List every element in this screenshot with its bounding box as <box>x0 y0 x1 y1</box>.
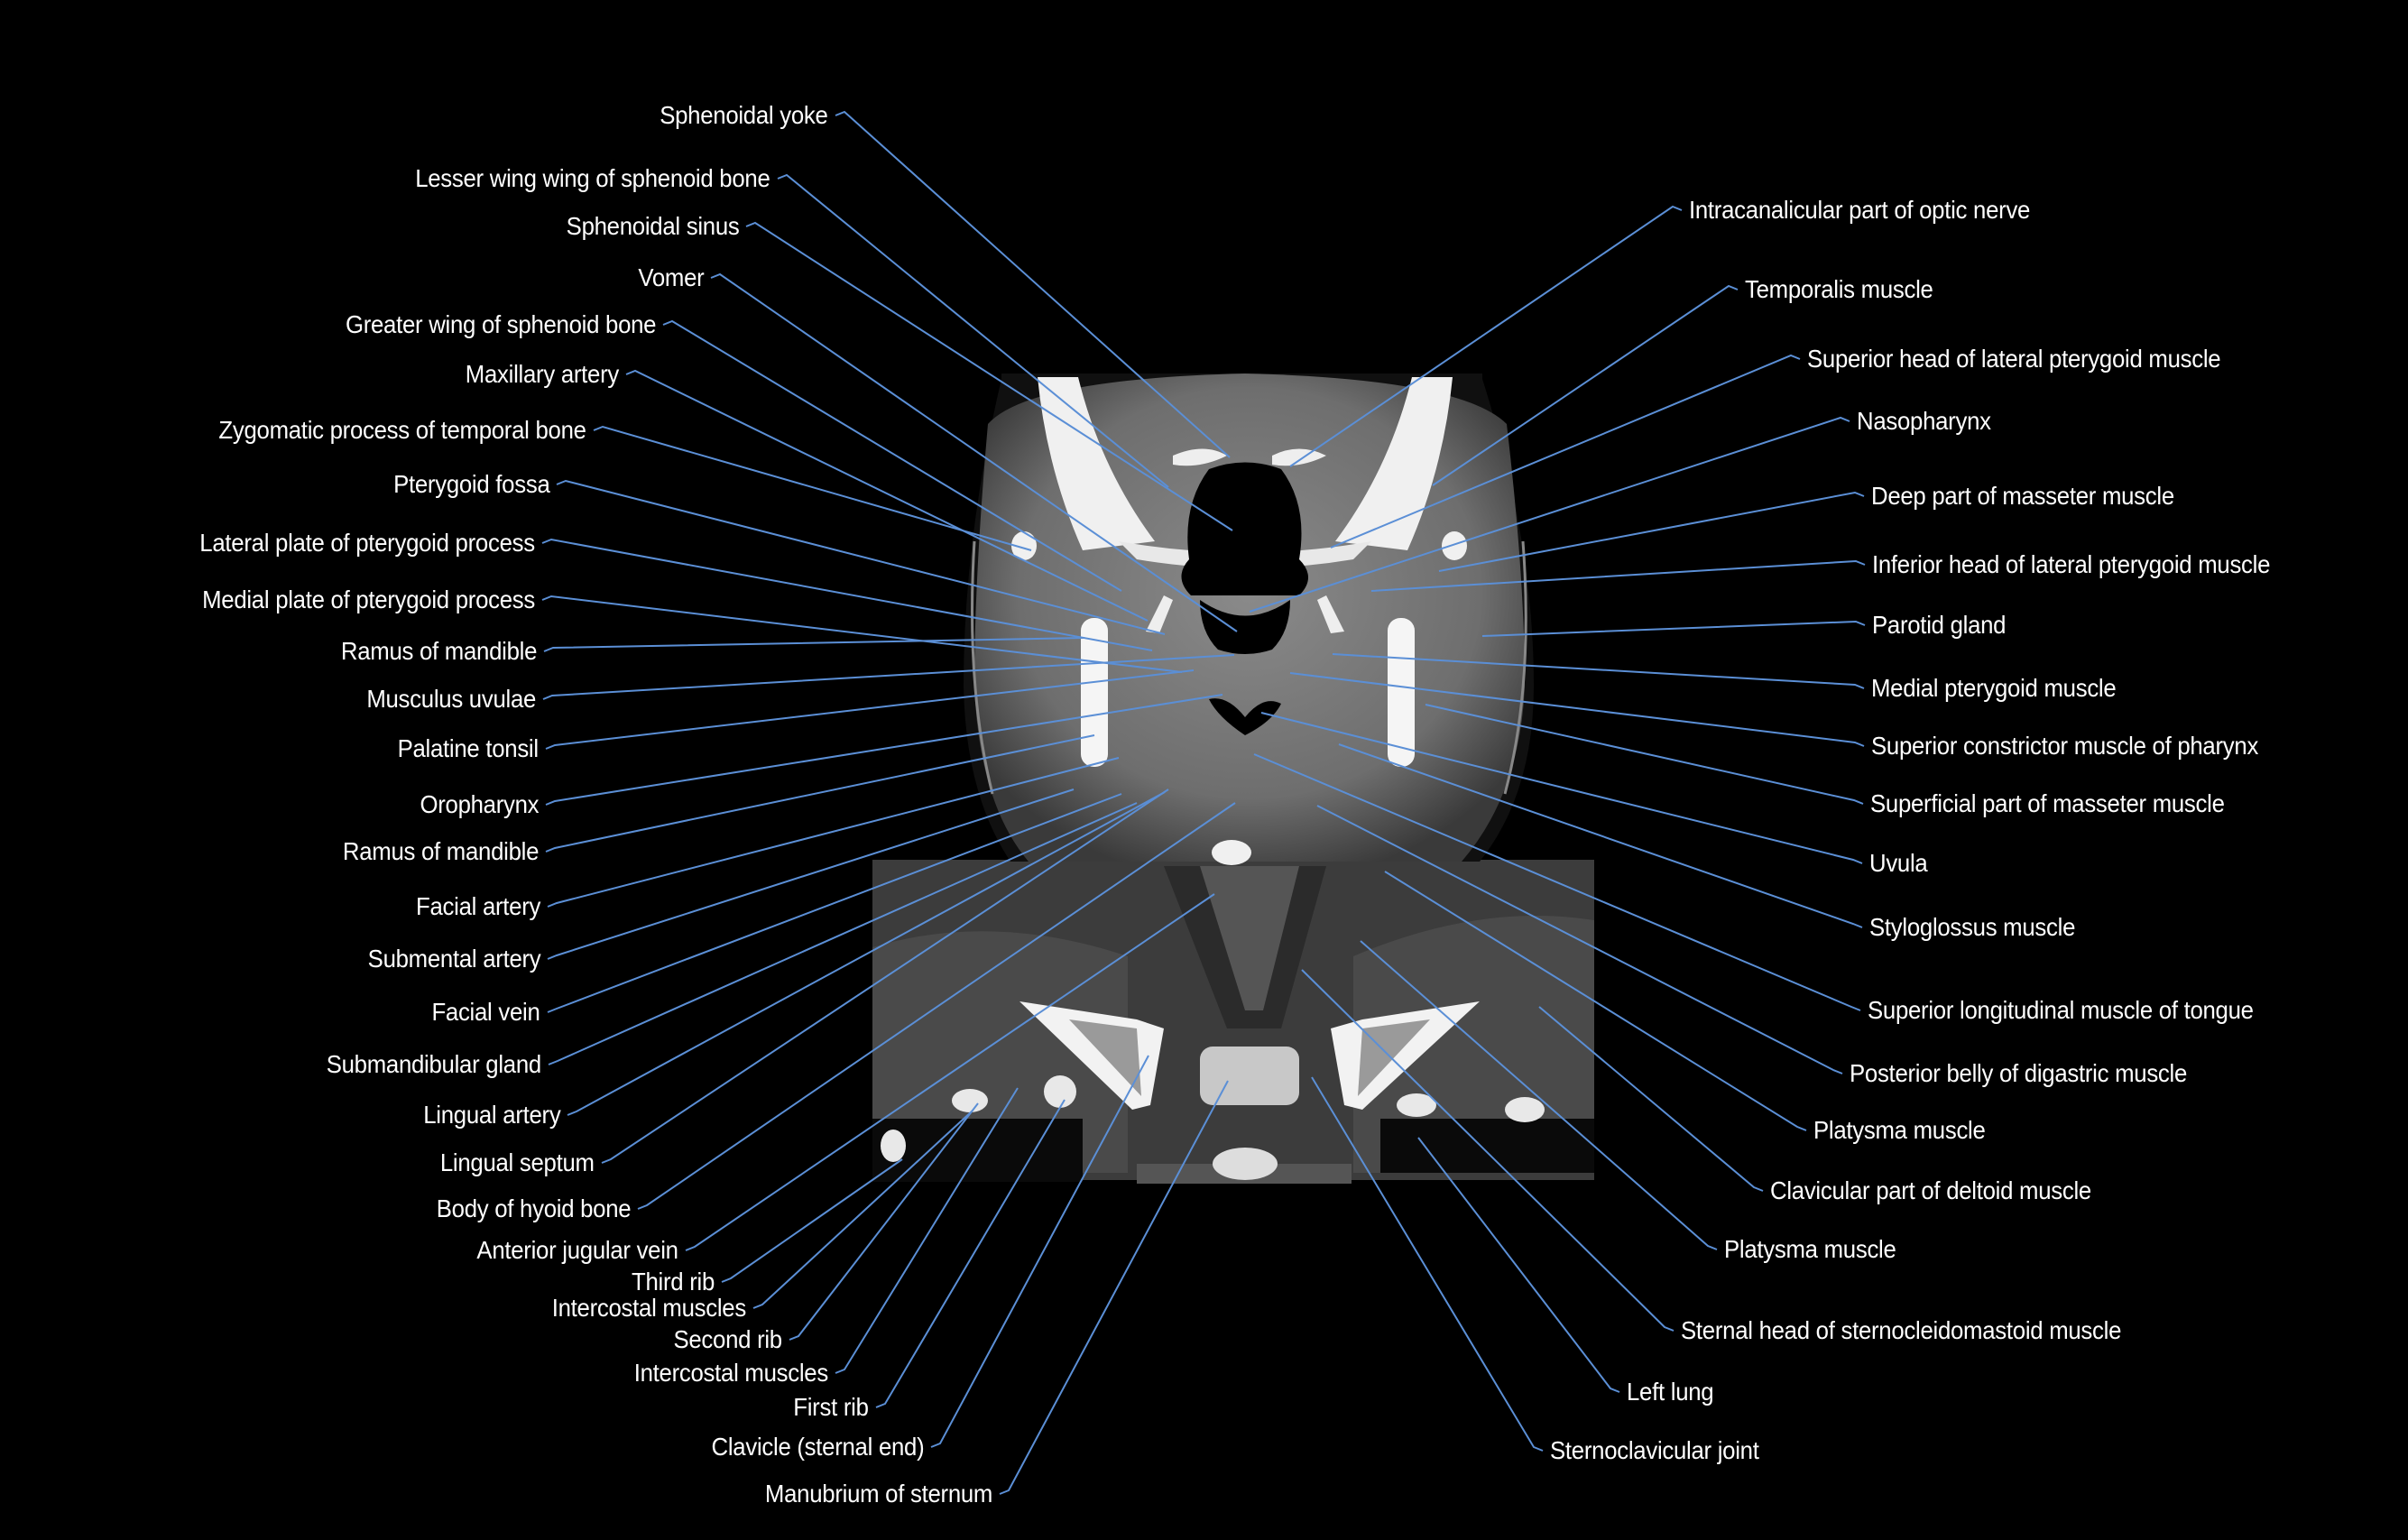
label-deep-part-of-masseter-muscle: Deep part of masseter muscle <box>1871 482 2174 510</box>
label-superior-head-of-lateral-pterygoid-muscle: Superior head of lateral pterygoid muscl… <box>1807 345 2221 373</box>
label-superior-longitudinal-muscle-of-tongue: Superior longitudinal muscle of tongue <box>1868 996 2254 1024</box>
label-facial-vein: Facial vein <box>431 998 540 1026</box>
label-intracanalicular-part-of-optic-nerve: Intracanalicular part of optic nerve <box>1689 196 2031 224</box>
label-intercostal-muscles: Intercostal muscles <box>633 1359 829 1387</box>
label-left-lung: Left lung <box>1627 1378 1714 1406</box>
label-lateral-plate-of-pterygoid-process: Lateral plate of pterygoid process <box>199 529 535 557</box>
label-clavicle-sternal-end: Clavicle (sternal end) <box>711 1433 924 1461</box>
label-maxillary-artery: Maxillary artery <box>465 360 619 388</box>
label-lesser-wing-wing-of-sphenoid-bone: Lesser wing wing of sphenoid bone <box>415 164 771 192</box>
label-posterior-belly-of-digastric-muscle: Posterior belly of digastric muscle <box>1850 1059 2188 1087</box>
label-submandibular-gland: Submandibular gland <box>326 1050 541 1078</box>
label-body-of-hyoid-bone: Body of hyoid bone <box>436 1194 631 1222</box>
label-uvula: Uvula <box>1869 849 1928 877</box>
label-intercostal-muscles: Intercostal muscles <box>551 1294 747 1322</box>
label-platysma-muscle: Platysma muscle <box>1813 1116 1986 1144</box>
label-nasopharynx: Nasopharynx <box>1857 407 1991 435</box>
label-vomer: Vomer <box>637 263 704 291</box>
label-greater-wing-of-sphenoid-bone: Greater wing of sphenoid bone <box>345 310 657 338</box>
label-facial-artery: Facial artery <box>415 892 540 920</box>
label-first-rib: First rib <box>793 1393 870 1421</box>
label-sternal-head-of-sternocleidomastoid-muscle: Sternal head of sternocleidomastoid musc… <box>1681 1316 2122 1344</box>
label-sphenoidal-sinus: Sphenoidal sinus <box>566 212 739 240</box>
label-medial-pterygoid-muscle: Medial pterygoid muscle <box>1871 674 2117 702</box>
label-sternoclavicular-joint: Sternoclavicular joint <box>1550 1436 1759 1464</box>
label-third-rib: Third rib <box>632 1268 715 1296</box>
label-lingual-artery: Lingual artery <box>422 1101 561 1129</box>
label-parotid-gland: Parotid gland <box>1872 611 2007 639</box>
label-medial-plate-of-pterygoid-process: Medial plate of pterygoid process <box>202 586 535 613</box>
label-manubrium-of-sternum: Manubrium of sternum <box>764 1480 992 1508</box>
label-clavicular-part-of-deltoid-muscle: Clavicular part of deltoid muscle <box>1770 1176 2091 1204</box>
label-palatine-tonsil: Palatine tonsil <box>397 734 540 762</box>
label-musculus-uvulae: Musculus uvulae <box>366 685 536 713</box>
label-superior-constrictor-muscle-of-pharynx: Superior constrictor muscle of pharynx <box>1871 732 2259 760</box>
label-oropharynx: Oropharynx <box>420 790 539 818</box>
label-superficial-part-of-masseter-muscle: Superficial part of masseter muscle <box>1870 789 2225 817</box>
label-second-rib: Second rib <box>673 1325 783 1353</box>
label-lingual-septum: Lingual septum <box>440 1148 595 1176</box>
label-inferior-head-of-lateral-pterygoid-muscle: Inferior head of lateral pterygoid muscl… <box>1872 550 2271 578</box>
label-ramus-of-mandible: Ramus of mandible <box>340 637 538 665</box>
label-zygomatic-process-of-temporal-bone: Zygomatic process of temporal bone <box>218 416 587 444</box>
label-anterior-jugular-vein: Anterior jugular vein <box>476 1236 679 1264</box>
label-pterygoid-fossa: Pterygoid fossa <box>392 470 550 498</box>
label-ramus-of-mandible: Ramus of mandible <box>342 837 540 865</box>
label-submental-artery: Submental artery <box>367 945 540 973</box>
label-temporalis-muscle: Temporalis muscle <box>1745 275 1933 303</box>
label-sphenoidal-yoke: Sphenoidal yoke <box>660 101 829 129</box>
label-platysma-muscle: Platysma muscle <box>1724 1235 1896 1263</box>
label-styloglossus-muscle: Styloglossus muscle <box>1869 913 2076 941</box>
